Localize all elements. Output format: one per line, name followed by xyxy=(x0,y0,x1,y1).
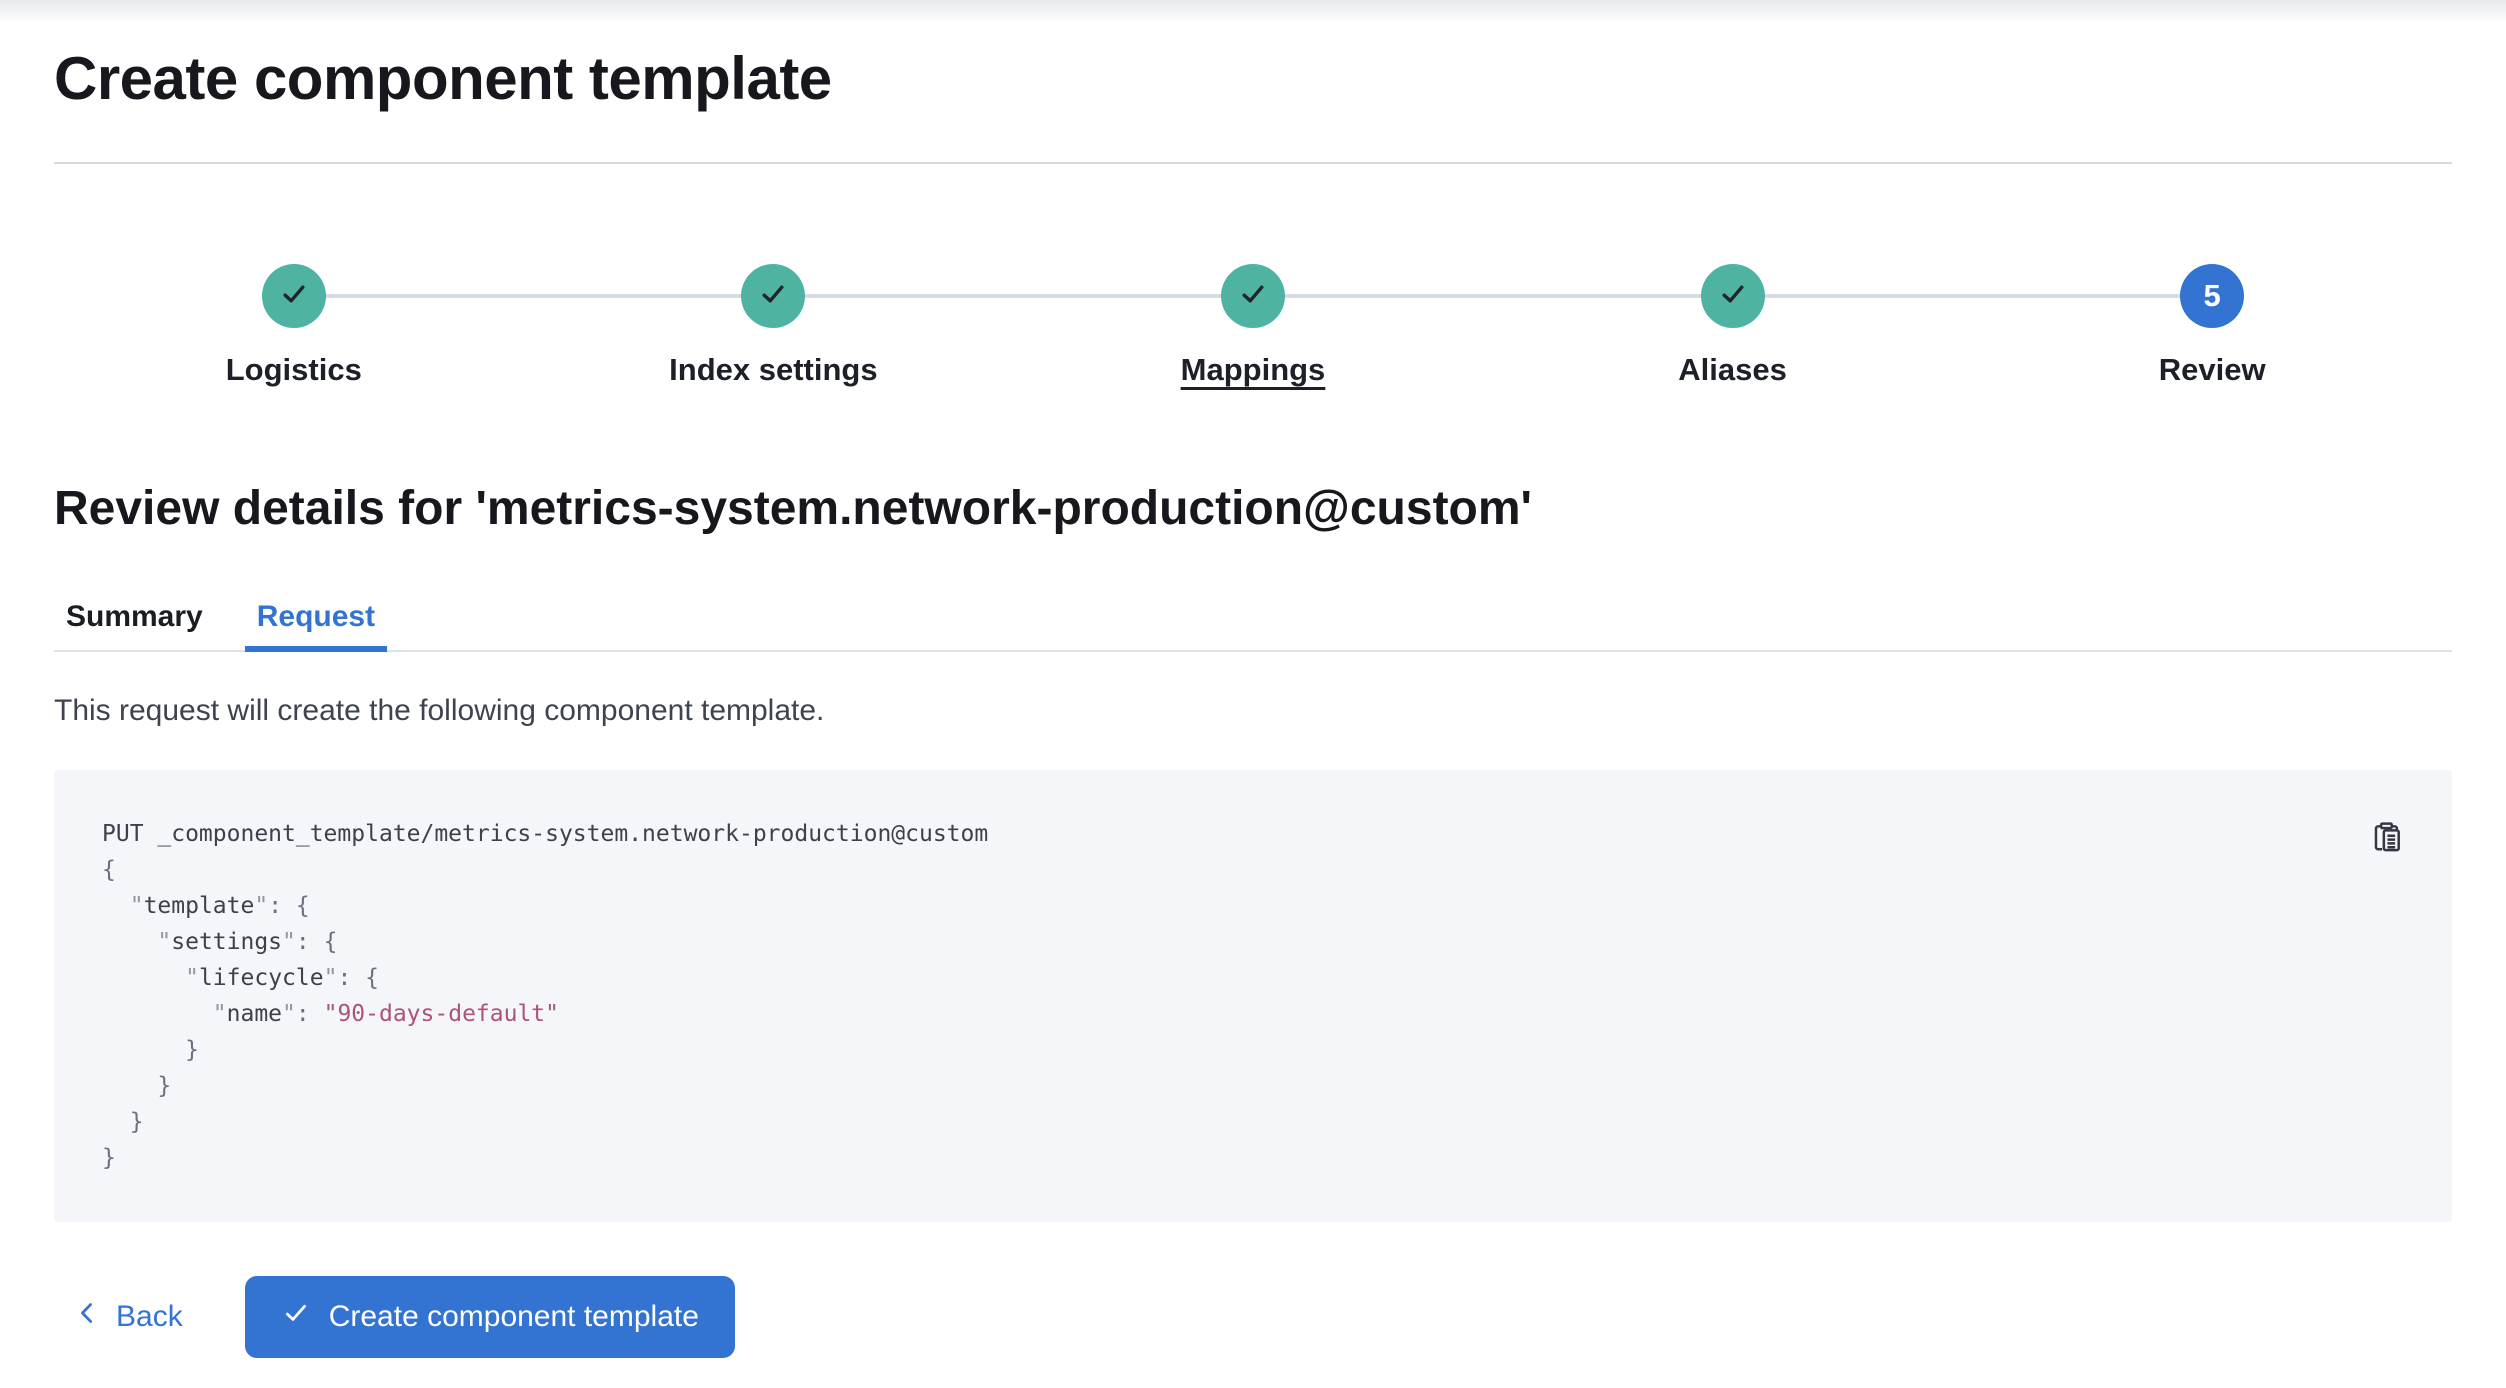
step-complete-circle[interactable] xyxy=(1700,264,1765,328)
back-button-label: Back xyxy=(116,1300,183,1333)
review-tabs: Summary Request xyxy=(54,600,2452,652)
back-button[interactable]: Back xyxy=(74,1300,183,1334)
page-header: Create component template xyxy=(54,0,2452,164)
create-component-template-button[interactable]: Create component template xyxy=(244,1276,735,1358)
step-review[interactable]: 5 Review xyxy=(1972,264,2452,388)
page-title: Create component template xyxy=(54,45,832,112)
tab-request[interactable]: Request xyxy=(244,600,388,652)
check-icon xyxy=(1237,278,1269,315)
page-top-shadow xyxy=(0,0,2506,24)
step-logistics[interactable]: Logistics xyxy=(54,264,534,388)
request-code: PUT _component_template/metrics-system.n… xyxy=(102,821,989,1171)
step-complete-circle[interactable] xyxy=(741,264,806,328)
header-divider xyxy=(54,162,2452,164)
request-code-block: PUT _component_template/metrics-system.n… xyxy=(54,770,2452,1222)
create-button-label: Create component template xyxy=(328,1300,699,1333)
check-icon xyxy=(1717,278,1749,315)
request-description: This request will create the following c… xyxy=(54,694,825,727)
check-icon xyxy=(281,1298,311,1336)
check-icon xyxy=(278,278,310,315)
step-complete-circle[interactable] xyxy=(261,264,326,328)
step-complete-circle[interactable] xyxy=(1220,264,1285,328)
step-mappings[interactable]: Mappings xyxy=(1013,264,1493,388)
copy-clipboard-icon xyxy=(2369,820,2405,859)
check-icon xyxy=(757,278,789,315)
step-label[interactable]: Aliases xyxy=(1678,352,1787,387)
step-index-settings[interactable]: Index settings xyxy=(534,264,1014,388)
step-label[interactable]: Index settings xyxy=(669,352,878,387)
step-label[interactable]: Mappings xyxy=(1180,352,1326,387)
step-aliases[interactable]: Aliases xyxy=(1493,264,1973,388)
step-number: 5 xyxy=(2203,278,2221,313)
chevron-left-icon xyxy=(74,1300,100,1334)
step-label[interactable]: Review xyxy=(2158,352,2266,387)
step-progress: Logistics Index settings Mappings xyxy=(54,264,2452,388)
create-component-template-page: Create component template Logistics Inde… xyxy=(54,0,2452,1358)
review-heading: Review details for 'metrics-system.netwo… xyxy=(54,482,1532,535)
tab-summary[interactable]: Summary xyxy=(66,600,203,633)
step-label[interactable]: Logistics xyxy=(225,352,362,387)
form-actions: Back Create component template xyxy=(54,1276,2452,1358)
step-current-circle[interactable]: 5 xyxy=(2180,264,2245,328)
copy-to-clipboard-button[interactable] xyxy=(2366,818,2408,860)
